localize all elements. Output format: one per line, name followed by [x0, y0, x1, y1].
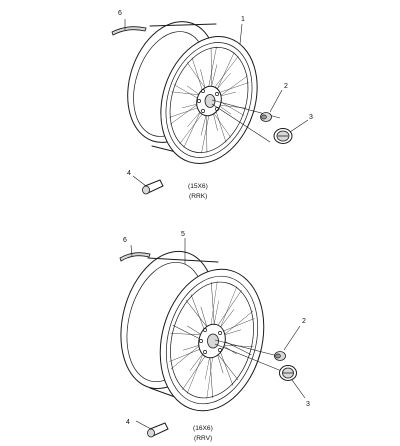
callout-2-top: 2 — [284, 83, 288, 90]
valve-stem-top — [142, 179, 164, 195]
balance-weight-bottom — [119, 252, 151, 262]
callout-2-bottom: 2 — [302, 318, 306, 325]
wheel-bottom — [120, 250, 285, 412]
leader-2-bottom — [283, 325, 301, 351]
caption-top-code: (RRK) — [189, 193, 207, 200]
valve-stem-bottom — [147, 422, 169, 438]
leader-6-bottom — [130, 244, 133, 257]
leader-2-top — [269, 89, 283, 113]
center-cap-bottom — [279, 365, 297, 381]
leader-4-bottom — [135, 420, 152, 430]
lug-nut-top — [260, 112, 272, 122]
callout-3-bottom: 3 — [306, 401, 310, 408]
caption-bottom-size: (16X6) — [193, 425, 213, 432]
leader-3-bottom — [291, 379, 306, 399]
leader-1-top — [239, 23, 243, 45]
leader-3-top — [289, 119, 309, 133]
caption-bottom-code: (RRV) — [194, 435, 212, 442]
wheel-top — [127, 21, 281, 164]
leader-4-top — [132, 175, 147, 187]
balance-weight-top — [111, 26, 147, 36]
callout-4-top: 4 — [127, 170, 131, 177]
callout-1-top: 1 — [241, 16, 245, 23]
callout-3-top: 3 — [309, 114, 313, 121]
callout-6-top: 6 — [118, 10, 122, 17]
wheel-bottom-front-face — [159, 268, 265, 412]
caption-top-size: (15X6) — [188, 183, 208, 190]
wheel-top-front-face — [160, 36, 258, 164]
lug-nut-bottom — [274, 351, 286, 361]
center-cap-top — [273, 128, 293, 144]
callout-4-bottom: 4 — [126, 419, 130, 426]
callout-5-bottom: 5 — [181, 231, 185, 238]
callout-6-bottom: 6 — [123, 237, 127, 244]
